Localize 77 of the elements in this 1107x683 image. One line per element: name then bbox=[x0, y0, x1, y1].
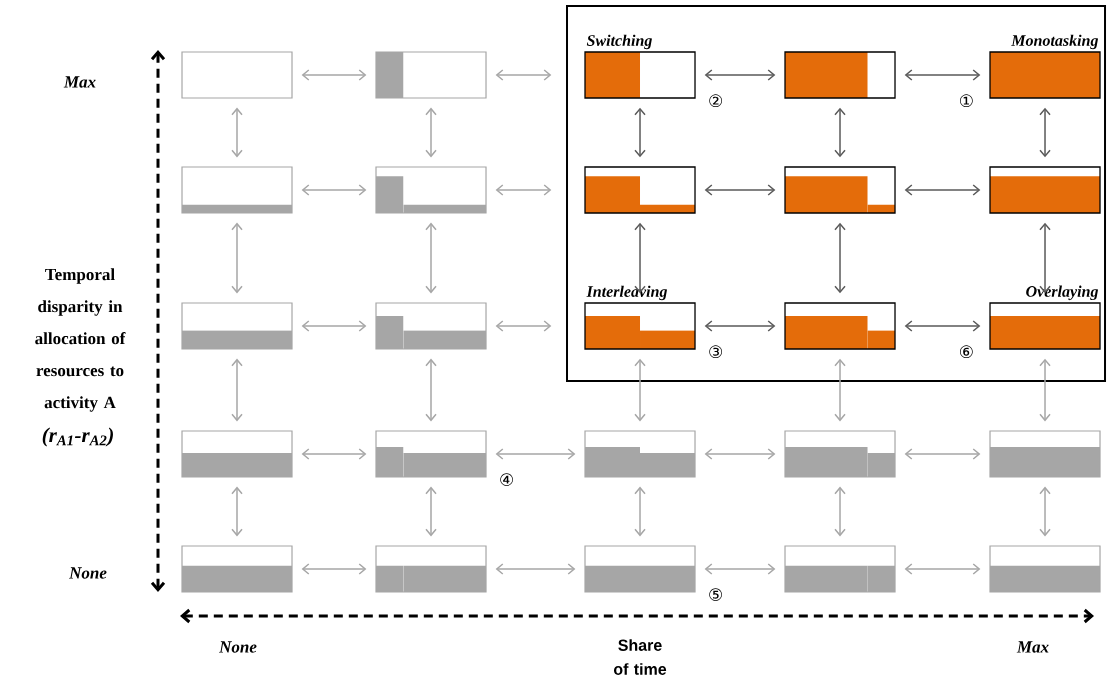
allocation-box bbox=[181, 166, 293, 214]
double-arrow bbox=[1039, 486, 1051, 537]
allocation-box bbox=[181, 302, 293, 350]
allocation-box bbox=[181, 430, 293, 478]
allocation-box bbox=[584, 166, 696, 214]
allocation-box bbox=[989, 545, 1101, 593]
double-arrow bbox=[231, 222, 243, 294]
axis-label: Temporal disparity in allocation of resources to activity A bbox=[35, 268, 126, 412]
allocation-box bbox=[784, 51, 896, 99]
double-arrow bbox=[704, 320, 776, 332]
double-arrow bbox=[904, 69, 981, 81]
double-arrow bbox=[231, 358, 243, 422]
inset-frame bbox=[566, 5, 1106, 382]
axis-label: None bbox=[218, 641, 257, 653]
allocation-box bbox=[375, 545, 487, 593]
circled-number: ③ bbox=[709, 345, 722, 358]
double-arrow bbox=[1039, 358, 1051, 422]
double-arrow bbox=[904, 184, 981, 196]
double-arrow bbox=[834, 358, 846, 422]
double-arrow bbox=[704, 448, 776, 460]
double-arrow bbox=[634, 486, 646, 537]
allocation-box bbox=[375, 166, 487, 214]
double-arrow bbox=[301, 69, 367, 81]
double-arrow bbox=[634, 358, 646, 422]
axis-label: Max bbox=[1016, 641, 1049, 653]
double-arrow bbox=[425, 486, 437, 537]
double-arrow bbox=[1039, 107, 1051, 158]
allocation-box bbox=[584, 430, 696, 478]
double-arrow bbox=[301, 320, 367, 332]
allocation-box bbox=[375, 302, 487, 350]
axis-label: None bbox=[68, 567, 107, 579]
heading: Overlaying bbox=[1026, 285, 1099, 301]
double-arrow bbox=[834, 107, 846, 158]
double-arrow bbox=[704, 69, 776, 81]
axis-label: Max bbox=[63, 76, 96, 88]
double-arrow bbox=[301, 184, 367, 196]
allocation-box bbox=[375, 51, 487, 99]
double-arrow bbox=[231, 486, 243, 537]
double-arrow bbox=[495, 320, 552, 332]
allocation-box bbox=[784, 166, 896, 214]
double-arrow bbox=[231, 107, 243, 158]
heading: Switching bbox=[586, 34, 652, 50]
double-arrow bbox=[301, 448, 367, 460]
double-arrow bbox=[495, 448, 576, 460]
double-arrow bbox=[834, 486, 846, 537]
double-arrow bbox=[495, 69, 552, 81]
double-arrow bbox=[425, 107, 437, 158]
allocation-box bbox=[784, 302, 896, 350]
double-arrow bbox=[495, 184, 552, 196]
double-arrow bbox=[495, 563, 576, 575]
heading: Monotasking bbox=[1011, 34, 1099, 50]
double-arrow bbox=[904, 563, 981, 575]
allocation-box bbox=[989, 430, 1101, 478]
circled-number: ⑥ bbox=[960, 345, 973, 358]
double-arrow bbox=[904, 320, 981, 332]
double-arrow bbox=[425, 358, 437, 422]
double-arrow bbox=[301, 563, 367, 575]
double-arrow bbox=[634, 107, 646, 158]
heading: Interleaving bbox=[586, 285, 668, 301]
allocation-box bbox=[784, 430, 896, 478]
double-arrow bbox=[1039, 222, 1051, 294]
circled-number: ④ bbox=[500, 473, 513, 486]
double-arrow bbox=[425, 222, 437, 294]
double-arrow bbox=[834, 222, 846, 294]
axis-label: (r$_{A1}$-r$_{A2}$) bbox=[42, 427, 113, 447]
allocation-box bbox=[989, 166, 1101, 214]
circled-number: ① bbox=[960, 94, 973, 107]
allocation-box bbox=[181, 51, 293, 99]
circled-number: ⑤ bbox=[709, 588, 722, 601]
double-arrow bbox=[704, 563, 776, 575]
allocation-box bbox=[784, 545, 896, 593]
double-arrow bbox=[634, 222, 646, 294]
axis-label: Share of time bbox=[613, 639, 667, 675]
double-arrow bbox=[904, 448, 981, 460]
circled-number: ② bbox=[709, 94, 722, 107]
double-arrow bbox=[704, 184, 776, 196]
allocation-box bbox=[181, 545, 293, 593]
